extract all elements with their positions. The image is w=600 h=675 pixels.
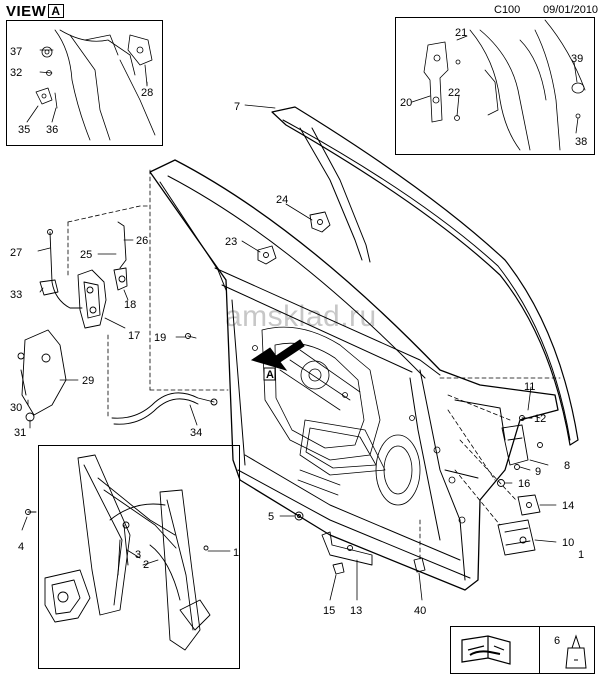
callout-18: 18	[124, 299, 136, 311]
sealant-tube-icon	[565, 634, 587, 669]
callout-27: 27	[10, 247, 22, 259]
callout-5: 5	[268, 511, 274, 523]
callout-9: 9	[535, 466, 541, 478]
callout-37: 37	[10, 46, 22, 58]
hinge-detail-panel	[395, 17, 595, 155]
callout-39: 39	[571, 53, 583, 65]
clip-parts	[257, 211, 331, 265]
leader-lines	[21, 35, 579, 601]
callout-23: 23	[225, 236, 237, 248]
door-lock-assembly	[17, 221, 197, 422]
callout-17: 17	[128, 330, 140, 342]
callout-35: 35	[18, 124, 30, 136]
callout-24: 24	[276, 194, 288, 206]
callout-20: 20	[400, 97, 412, 109]
callout-15: 15	[323, 605, 335, 617]
door-check-strap	[321, 531, 426, 575]
window-regulator	[25, 454, 211, 651]
callout-25: 25	[80, 249, 92, 261]
callout-6: 6	[554, 635, 560, 647]
legend-divider	[539, 627, 541, 673]
callout-38: 38	[575, 136, 587, 148]
callout-29: 29	[82, 375, 94, 387]
callout-4: 4	[18, 541, 24, 553]
callout-19: 19	[154, 332, 166, 344]
model-code: C100	[494, 4, 521, 16]
callout-36: 36	[46, 124, 58, 136]
callout-8: 8	[564, 460, 570, 472]
legend-panel	[450, 626, 595, 674]
callout-1: 1	[578, 549, 584, 561]
document-date: 09/01/2010	[543, 4, 599, 16]
callout-13: 13	[350, 605, 362, 617]
callout-3: 3	[135, 549, 141, 561]
callout-22: 22	[448, 87, 460, 99]
callout-30: 30	[10, 402, 22, 414]
callout-31: 31	[14, 427, 26, 439]
exploded-view-guides	[67, 169, 561, 561]
callout-32: 32	[10, 67, 22, 79]
view-a-arrow-marker: A	[266, 369, 274, 381]
callout-21: 21	[455, 27, 467, 39]
callout-11: 11	[524, 381, 535, 393]
callout-12: 12	[534, 413, 546, 425]
callout-10: 10	[562, 537, 574, 549]
callout-labels: 1 1 2 3 4 5 6 7 8 9 10 11 12 13 14 15 16…	[10, 27, 587, 647]
open-book-wrench-icon	[461, 635, 511, 665]
door-inner-panel	[252, 326, 466, 524]
callout-2: 2	[143, 559, 149, 571]
door-shell	[149, 159, 559, 591]
inset-parts	[423, 19, 586, 151]
window-glass-run	[271, 106, 579, 446]
door-handle-cable	[111, 392, 218, 425]
callout-40: 40	[414, 605, 426, 617]
callout-16: 16	[518, 478, 530, 490]
fasteners	[294, 511, 304, 521]
hinge-parts	[497, 415, 543, 556]
view-a-arrow: A	[250, 339, 305, 381]
callout-14: 14	[562, 500, 574, 512]
callout-1: 1	[233, 547, 239, 559]
callout-26: 26	[136, 235, 148, 247]
callout-28: 28	[141, 87, 153, 99]
callout-7: 7	[234, 101, 240, 113]
view-marker-box: A	[48, 4, 64, 18]
watermark: amsklad.ru	[225, 300, 377, 333]
view-a-parts	[35, 29, 156, 141]
view-label: VIEW	[6, 3, 47, 20]
callout-34: 34	[190, 427, 202, 439]
callout-33: 33	[10, 289, 22, 301]
